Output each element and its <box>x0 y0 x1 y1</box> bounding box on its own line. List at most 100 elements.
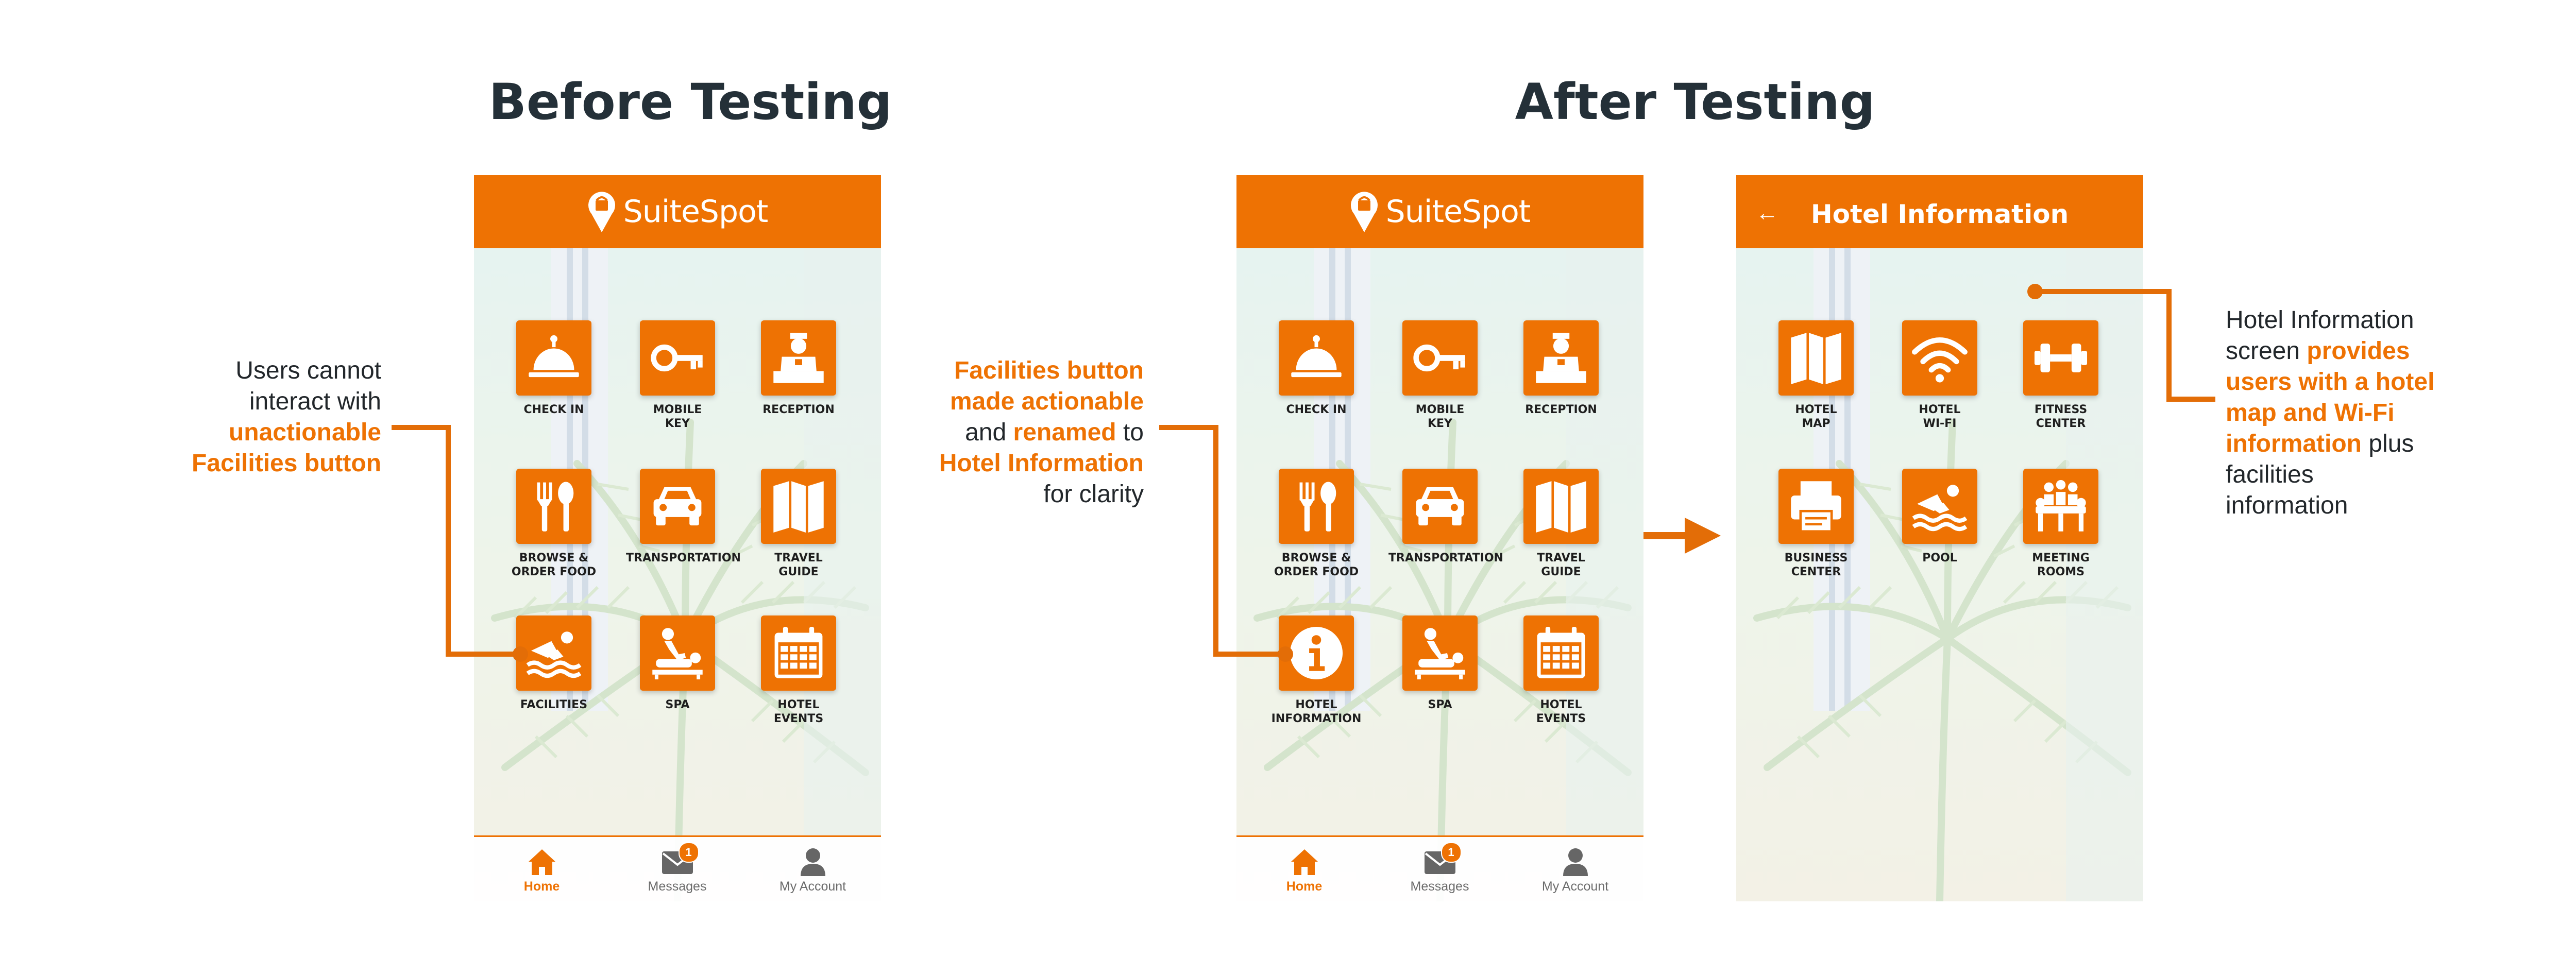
home-icon <box>526 846 558 877</box>
car-icon <box>1410 476 1470 536</box>
map-icon <box>1531 476 1591 536</box>
bottom-tab-bar: Home 1 Messages My Account <box>474 835 881 901</box>
tile-browse-order-food[interactable]: BROWSE & ORDER FOOD <box>502 469 605 579</box>
annotation-text: and <box>965 419 1013 446</box>
annotation-text: plus <box>2361 430 2414 457</box>
tile-label: POOL <box>1922 552 1957 564</box>
concierge-icon <box>769 328 828 388</box>
tile-check-in[interactable]: CHECK IN <box>502 320 605 417</box>
fork-spoon-icon <box>524 476 584 536</box>
tile-transportation[interactable]: TRANSPORTATION <box>1388 469 1503 565</box>
back-arrow-icon[interactable]: ← <box>1756 200 1778 226</box>
tile-hotel-events[interactable]: HOTEL EVENTS <box>1510 615 1613 726</box>
tile-meeting-rooms[interactable]: MEETING ROOMS <box>2009 469 2112 579</box>
tile-label: CHECK IN <box>523 403 584 416</box>
suitespot-logo: SuiteSpot <box>1350 190 1531 233</box>
app-header: SuiteSpot <box>1236 175 1643 248</box>
tile-spa[interactable]: SPA <box>1388 615 1492 712</box>
service-bell-icon <box>1286 328 1346 388</box>
tile-label: RECEPTION <box>1525 403 1597 416</box>
tile-hotel-map[interactable]: HOTEL MAP <box>1765 320 1868 431</box>
bottom-tab-bar: Home 1 Messages My Account <box>1236 835 1643 901</box>
annotation-before: Users cannot interact with unactionable … <box>129 355 381 479</box>
screen-title: Hotel Information <box>1810 199 2069 229</box>
home-icon <box>1288 846 1321 877</box>
tab-my-account[interactable]: My Account <box>745 837 880 901</box>
tile-label: RECEPTION <box>762 403 835 416</box>
massage-icon <box>1410 623 1470 683</box>
tab-label: Home <box>1286 879 1323 894</box>
fork-spoon-icon <box>1286 476 1346 536</box>
location-pin-icon <box>587 190 616 233</box>
tile-label: SPA <box>665 698 690 711</box>
tile-label: MOBILE KEY <box>653 403 702 430</box>
tile-label: HOTEL INFORMATION <box>1271 698 1362 725</box>
car-icon <box>648 476 707 536</box>
annotation-highlight: made actionable <box>950 388 1144 415</box>
tab-messages[interactable]: 1 Messages <box>1372 837 1507 901</box>
tile-label: BROWSE & ORDER FOOD <box>511 552 597 578</box>
annotation-hotel-info: Hotel Information screen provides users … <box>2226 305 2514 521</box>
tile-label: FACILITIES <box>520 698 588 711</box>
calendar-icon <box>769 623 828 683</box>
tile-check-in[interactable]: CHECK IN <box>1265 320 1368 417</box>
annotation-highlight: map and Wi-Fi <box>2226 399 2395 426</box>
tile-mobile-key[interactable]: MOBILE KEY <box>1388 320 1492 431</box>
tile-label: TRANSPORTATION <box>626 552 741 564</box>
annotation-highlight: unactionable <box>228 419 381 446</box>
tile-label: TRAVEL GUIDE <box>1537 552 1585 578</box>
tile-travel-guide[interactable]: TRAVEL GUIDE <box>1510 469 1613 579</box>
calendar-icon <box>1531 623 1591 683</box>
tab-label: Messages <box>648 879 707 894</box>
tab-label: Messages <box>1410 879 1469 894</box>
annotation-highlight: Hotel Information <box>939 450 1144 477</box>
tile-label: TRANSPORTATION <box>1388 552 1503 564</box>
tile-mobile-key[interactable]: MOBILE KEY <box>626 320 729 431</box>
meeting-icon <box>2031 476 2091 536</box>
map-icon <box>1786 328 1846 388</box>
tile-facilities: FACILITIES <box>502 615 605 712</box>
tile-transportation[interactable]: TRANSPORTATION <box>626 469 741 565</box>
concierge-icon <box>1531 328 1591 388</box>
tile-business-center[interactable]: BUSINESS CENTER <box>1765 469 1868 579</box>
tile-hotel-events[interactable]: HOTEL EVENTS <box>747 615 850 726</box>
brand-name: SuiteSpot <box>623 194 769 230</box>
printer-icon <box>1786 476 1846 536</box>
massage-icon <box>648 623 707 683</box>
tile-hotel-wifi[interactable]: HOTEL WI-FI <box>1888 320 1991 431</box>
tile-label: CHECK IN <box>1286 403 1347 416</box>
tile-label: FITNESS CENTER <box>2034 403 2088 430</box>
tile-reception[interactable]: RECEPTION <box>747 320 850 417</box>
tile-label: BUSINESS CENTER <box>1784 552 1848 578</box>
annotation-highlight: provides <box>2307 337 2410 365</box>
tab-label: My Account <box>1541 879 1609 894</box>
tile-fitness-center[interactable]: FITNESS CENTER <box>2009 320 2112 431</box>
annotation-highlight: information <box>2226 430 2362 457</box>
annotation-highlight: users with a hotel <box>2226 368 2435 396</box>
service-bell-icon <box>524 328 584 388</box>
tab-home[interactable]: Home <box>474 837 609 901</box>
user-icon <box>1559 846 1592 877</box>
tile-pool[interactable]: POOL <box>1888 469 1991 565</box>
tile-label: TRAVEL GUIDE <box>774 552 823 578</box>
tile-hotel-information[interactable]: HOTEL INFORMATION <box>1265 615 1368 726</box>
before-testing-title: Before Testing <box>488 73 892 131</box>
tile-browse-order-food[interactable]: BROWSE & ORDER FOOD <box>1265 469 1368 579</box>
tile-label: HOTEL EVENTS <box>773 698 824 725</box>
tile-reception[interactable]: RECEPTION <box>1510 320 1613 417</box>
key-icon <box>1410 328 1470 388</box>
app-header: SuiteSpot <box>474 175 881 248</box>
annotation-text: screen <box>2226 337 2307 365</box>
unread-badge: 1 <box>678 842 699 863</box>
tab-messages[interactable]: 1 Messages <box>609 837 745 901</box>
app-header: ← Hotel Information <box>1736 175 2143 248</box>
after-testing-title: After Testing <box>1515 73 1875 131</box>
tile-travel-guide[interactable]: TRAVEL GUIDE <box>747 469 850 579</box>
annotation-after: Facilities button made actionable and re… <box>891 355 1144 510</box>
tile-spa[interactable]: SPA <box>626 615 729 712</box>
tab-my-account[interactable]: My Account <box>1507 837 1643 901</box>
tab-home[interactable]: Home <box>1236 837 1372 901</box>
tab-label: Home <box>523 879 560 894</box>
tile-label: HOTEL EVENTS <box>1536 698 1586 725</box>
annotation-text: information <box>2226 492 2348 519</box>
